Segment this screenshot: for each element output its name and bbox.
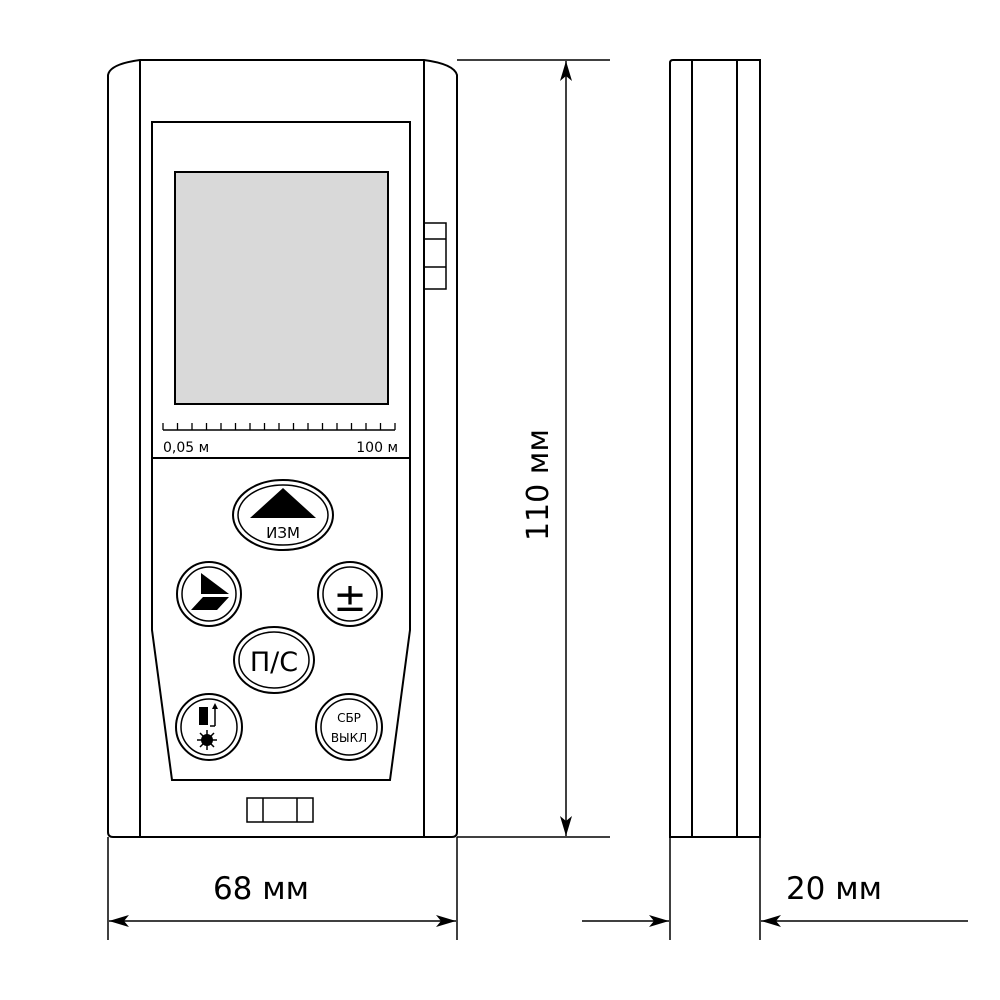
height-label: 110 мм	[521, 429, 556, 541]
body-outline	[107, 59, 458, 838]
reset-off-button[interactable]: СБР ВЫКЛ	[315, 693, 383, 761]
display-panel	[151, 121, 411, 459]
off-label: ВЫКЛ	[331, 731, 367, 745]
height-dimension: 110 мм	[457, 59, 610, 838]
bottom-level-window	[246, 797, 314, 823]
scale-min-label: 0,05 м	[163, 440, 209, 456]
reference-point-icon	[191, 573, 229, 610]
reference-button[interactable]	[176, 561, 242, 627]
range-scale	[162, 423, 396, 431]
measure-button[interactable]: ИЗМ	[232, 479, 334, 551]
side-view	[669, 59, 761, 838]
mode-button[interactable]: П/С	[233, 626, 315, 694]
width-label: 68 мм	[213, 871, 309, 907]
mode-label: П/С	[250, 647, 298, 678]
width-dimension: 68 мм	[107, 837, 458, 940]
depth-dimension: 20 мм	[582, 837, 968, 940]
measure-label: ИЗМ	[266, 524, 300, 542]
side-button[interactable]	[423, 222, 447, 290]
front-view: 0,05 м 100 м ИЗМ ±	[107, 59, 458, 838]
plus-minus-button[interactable]: ±	[317, 561, 383, 627]
depth-label: 20 мм	[786, 871, 882, 907]
triangle-up-icon	[250, 488, 316, 518]
plus-minus-label: ±	[333, 575, 367, 621]
backlight-laser-icon	[197, 703, 218, 750]
reset-label: СБР	[337, 711, 361, 725]
keypad-outline	[151, 458, 411, 781]
backlight-button[interactable]	[175, 693, 243, 761]
scale-max-label: 100 м	[356, 440, 398, 456]
lcd-screen	[174, 171, 389, 405]
